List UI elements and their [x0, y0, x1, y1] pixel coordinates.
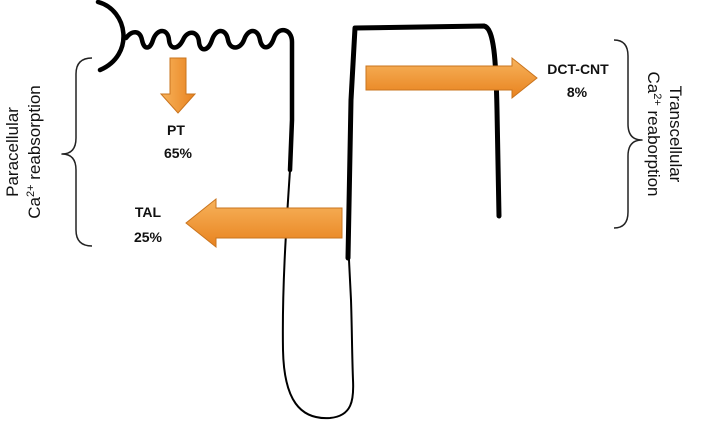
dct-cnt-percent: 8%	[567, 84, 588, 100]
paracellular-label-line2: Ca2+ reabsorption	[25, 85, 44, 219]
transcellular-label: Transcellular Ca2+ reaborption	[644, 71, 685, 196]
bowman-capsule	[95, 0, 126, 73]
tal-percent: 25%	[134, 229, 163, 245]
paracellular-ca-charge: 2+	[25, 184, 37, 197]
transcellular-reaborption-word: reaborption	[644, 106, 663, 197]
transcellular-label-line1: Transcellular	[666, 86, 685, 183]
pt-label: PT	[167, 122, 185, 138]
paracellular-label-line1: Paracellular	[3, 107, 22, 197]
paracellular-ca: Ca	[25, 196, 44, 218]
dct-cnt-label: DCT-CNT	[547, 61, 609, 77]
paracellular-reabsorption-word: reabsorption	[25, 85, 44, 184]
transcellular-brace	[613, 39, 643, 229]
transcellular-ca: Ca	[644, 71, 663, 93]
paracellular-label: Paracellular Ca2+ reabsorption	[3, 85, 44, 219]
tal-label: TAL	[135, 204, 162, 220]
pt-reabsorption-arrow	[159, 57, 197, 114]
transcellular-ca-charge: 2+	[651, 93, 663, 106]
tal-reabsorption-arrow	[185, 197, 343, 249]
transcellular-label-line2: Ca2+ reaborption	[644, 71, 663, 196]
pt-percent: 65%	[164, 145, 193, 161]
loop-of-henle-thin	[281, 169, 355, 420]
paracellular-brace	[61, 57, 93, 247]
proximal-tubule	[123, 28, 295, 173]
thick-ascending-limb-and-distal-tubule	[345, 23, 502, 261]
dct-cnt-reabsorption-arrow	[365, 56, 538, 100]
